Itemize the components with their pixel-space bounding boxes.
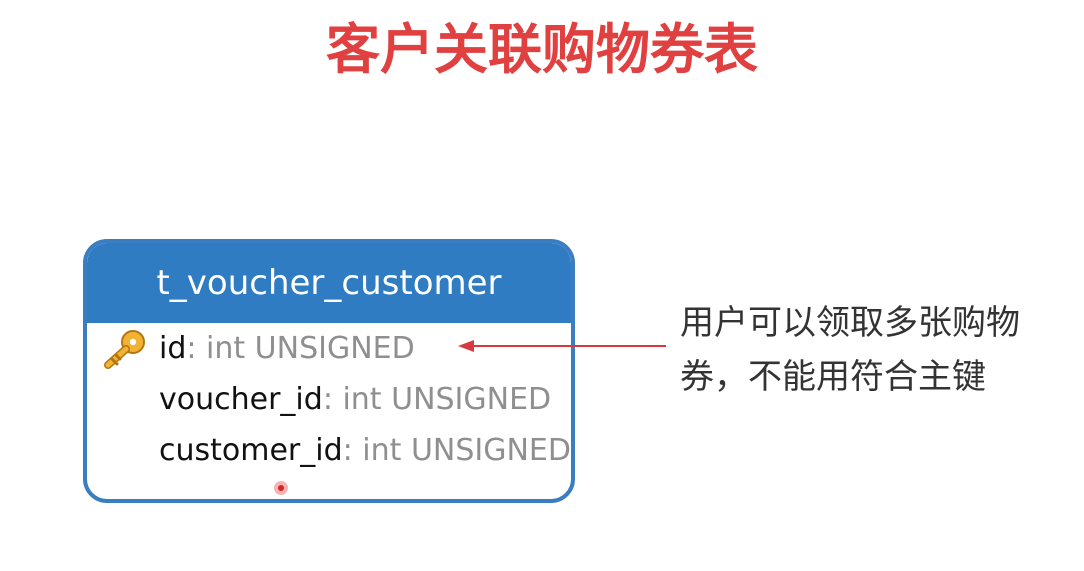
annotation-arrow xyxy=(458,340,666,352)
field-type: int UNSIGNED xyxy=(196,331,415,366)
field-row-id: id: int UNSIGNED xyxy=(159,327,415,371)
field-type: int UNSIGNED xyxy=(332,382,552,417)
field-row-voucher-id: voucher_id: int UNSIGNED xyxy=(159,378,551,422)
page-title: 客户关联购物券表 xyxy=(326,18,758,81)
field-type: int UNSIGNED xyxy=(352,433,571,468)
annotation-text: 用户可以领取多张购物 券，不能用符合主键 xyxy=(680,296,1060,404)
field-name: voucher_id xyxy=(159,382,323,417)
field-separator: : xyxy=(322,382,333,417)
entity-title: t_voucher_customer xyxy=(87,243,571,323)
annotation-line-2: 券，不能用符合主键 xyxy=(680,357,986,397)
annotation-line-1: 用户可以领取多张购物 xyxy=(680,303,1020,343)
entity-table: t_voucher_customer id: int UNSIGNED vouc… xyxy=(83,239,575,503)
field-name: id xyxy=(159,331,187,366)
cursor-indicator xyxy=(274,481,288,495)
key-icon xyxy=(104,330,145,369)
field-separator: : xyxy=(342,433,353,468)
field-separator: : xyxy=(186,331,197,366)
field-row-customer-id: customer_id: int UNSIGNED xyxy=(159,429,571,473)
field-name: customer_id xyxy=(159,433,343,468)
